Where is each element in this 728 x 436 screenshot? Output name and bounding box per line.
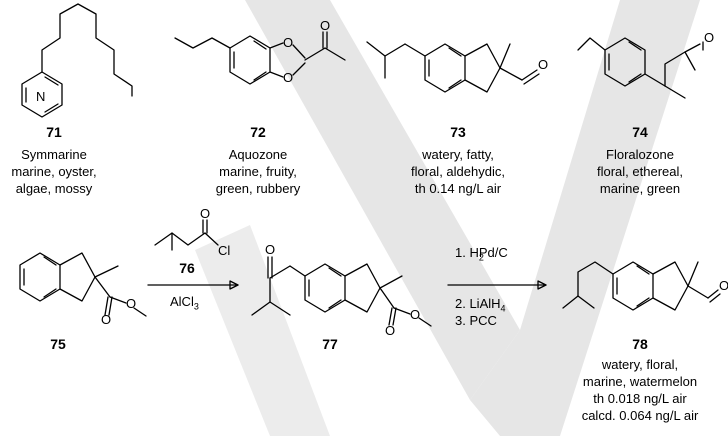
atom-oxygen-74: O [704, 30, 715, 45]
atom-oxygen-73: O [538, 57, 549, 72]
atom-oxygen-72c: O [320, 18, 331, 33]
atom-oxygen-78: O [719, 278, 728, 293]
compound-number-78: 78 [632, 336, 648, 352]
description-72: Aquozone marine, fruity, green, rubbery [215, 147, 301, 196]
structure-73 [366, 41, 540, 93]
atom-oxygen-72b: O [283, 70, 294, 85]
compound-number-76: 76 [179, 260, 195, 276]
compound-number-73: 73 [450, 124, 466, 140]
atom-oxygen-75a: O [101, 312, 112, 327]
arrow-step-1 [147, 280, 239, 290]
atom-oxygen-76: O [200, 206, 211, 221]
atom-chlorine-76: Cl [218, 243, 231, 258]
structure-71 [21, 3, 133, 118]
structure-74 [577, 37, 704, 99]
compound-number-77: 77 [322, 336, 338, 352]
structure-75 [19, 252, 147, 317]
compound-number-75: 75 [50, 336, 66, 352]
atom-oxygen-77c: O [410, 307, 421, 322]
atom-nitrogen-71: N [36, 89, 46, 104]
reagent-lialh4: 2. LiAlH4 [455, 296, 506, 314]
description-78: watery, floral, marine, watermelon th 0.… [581, 357, 699, 423]
description-73: watery, fatty, floral, aldehydic, th 0.1… [411, 147, 505, 196]
reagent-h2-pdc: 1. H2Pd/C [455, 245, 508, 263]
atom-oxygen-77a: O [265, 242, 276, 257]
atom-oxygen-75b: O [126, 296, 137, 311]
description-74: Floralozone floral, ethereal, marine, gr… [597, 147, 683, 196]
atom-oxygen-72a: O [283, 35, 294, 50]
reagent-pcc: 3. PCC [455, 313, 497, 328]
compound-number-74: 74 [632, 124, 648, 140]
structure-77 [251, 256, 432, 327]
compound-number-72: 72 [250, 124, 266, 140]
description-71: Symmarine marine, oyster, algae, mossy [11, 147, 97, 196]
atom-oxygen-77b: O [385, 323, 396, 338]
compound-number-71: 71 [46, 124, 62, 140]
arrow-step-2 [447, 280, 547, 290]
structure-72 [174, 31, 346, 85]
structure-78 [562, 261, 721, 311]
reagent-alcl3: AlCl3 [170, 294, 199, 312]
structure-76 [154, 219, 219, 251]
